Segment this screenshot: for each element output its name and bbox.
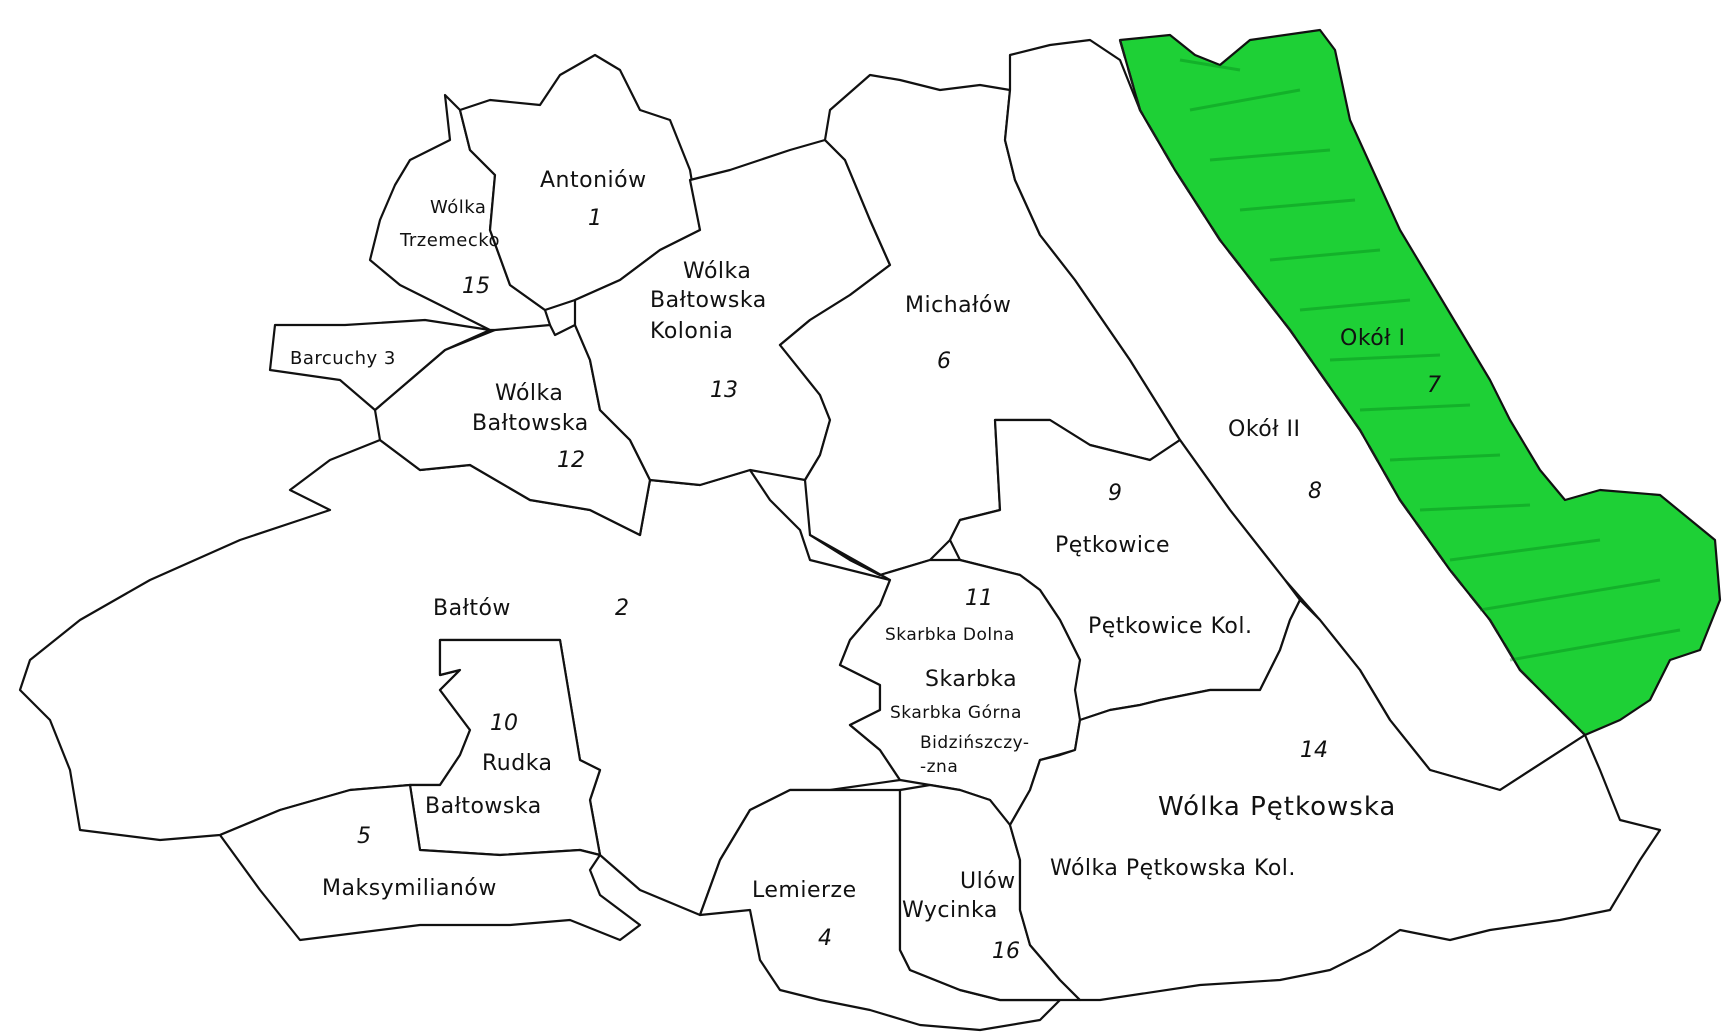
label-okol-i-number: 7	[1427, 373, 1441, 398]
region-maksymilianow[interactable]	[218, 783, 642, 942]
label-baltow: Bałtów	[433, 596, 511, 621]
label-barcuchy: Barcuchy 3	[290, 348, 396, 369]
label-maksymilianow: Maksymilianów	[322, 876, 497, 901]
label-rudka-line1: Rudka	[482, 751, 553, 776]
region-wolka-petkowska[interactable]	[1008, 598, 1662, 1002]
label-skarbka-dolna: Skarbka Dolna	[885, 625, 1015, 645]
label-okol-ii-number: 8	[1308, 479, 1322, 504]
okol-boundary-dashed	[1118, 39, 1586, 736]
label-okol-ii: Okół II	[1228, 417, 1300, 442]
label-michalow-number: 6	[937, 349, 951, 374]
label-wycinka-number: 16	[992, 939, 1020, 964]
label-skarbka: Skarbka	[925, 667, 1017, 692]
label-wolka-trzemecko-line2: Trzemecko	[399, 230, 500, 251]
label-bidzinszczyzna-line2: -zna	[920, 757, 958, 777]
label-wolka-baltowska-number: 12	[557, 448, 585, 473]
label-wolka-baltowska-kolonia-line1: Wólka	[683, 259, 751, 284]
label-petkowice-number: 9	[1108, 481, 1122, 506]
label-lemierze: Lemierze	[752, 878, 857, 903]
region-barcuchy[interactable]	[268, 318, 492, 412]
label-wolka-baltowska-line1: Wólka	[495, 381, 563, 406]
label-antoniow: Antoniów	[540, 168, 647, 193]
label-wolka-baltowska-kolonia-line3: Kolonia	[650, 319, 733, 344]
label-wolka-baltowska-kolonia-number: 13	[710, 378, 738, 403]
label-wolka-baltowska-kolonia-line2: Bałtowska	[650, 288, 767, 313]
region-okol-i[interactable]	[1118, 28, 1722, 737]
label-maksymilianow-number: 5	[357, 824, 371, 849]
label-rudka-number: 10	[490, 711, 518, 736]
label-okol-i: Okół I	[1340, 326, 1405, 351]
label-wycinka: Wycinka	[902, 898, 998, 923]
region-antoniow[interactable]	[458, 53, 702, 312]
label-lemierze-number: 4	[818, 926, 832, 951]
label-rudka-line2: Bałtowska	[425, 794, 542, 819]
label-petkowice: Pętkowice	[1055, 533, 1170, 558]
label-skarbka-gorna: Skarbka Górna	[890, 703, 1022, 723]
label-ulow: Ulów	[960, 869, 1016, 894]
label-wolka-baltowska-line2: Bałtowska	[472, 411, 589, 436]
okol-i-hatching	[1179, 58, 1681, 662]
label-wolka-trzemecko-line1: Wólka	[430, 197, 486, 218]
label-antoniow-number: 1	[588, 206, 602, 231]
label-baltow-number: 2	[615, 596, 629, 621]
map-labels: Antoniów 1 Wólka Trzemecko 15 Barcuchy 3…	[290, 168, 1441, 964]
label-bidzinszczyzna-line1: Bidzińszczy-	[920, 733, 1030, 753]
label-wolka-petkowska-number: 14	[1300, 738, 1328, 763]
label-wolka-petkowska-kol: Wólka Pętkowska Kol.	[1050, 856, 1296, 881]
label-wolka-petkowska: Wólka Pętkowska	[1158, 792, 1396, 822]
label-michalow: Michałów	[905, 293, 1011, 318]
label-skarbka-number: 11	[965, 586, 993, 611]
label-wolka-trzemecko-number: 15	[462, 274, 490, 299]
label-petkowice-kol: Pętkowice Kol.	[1088, 614, 1252, 639]
